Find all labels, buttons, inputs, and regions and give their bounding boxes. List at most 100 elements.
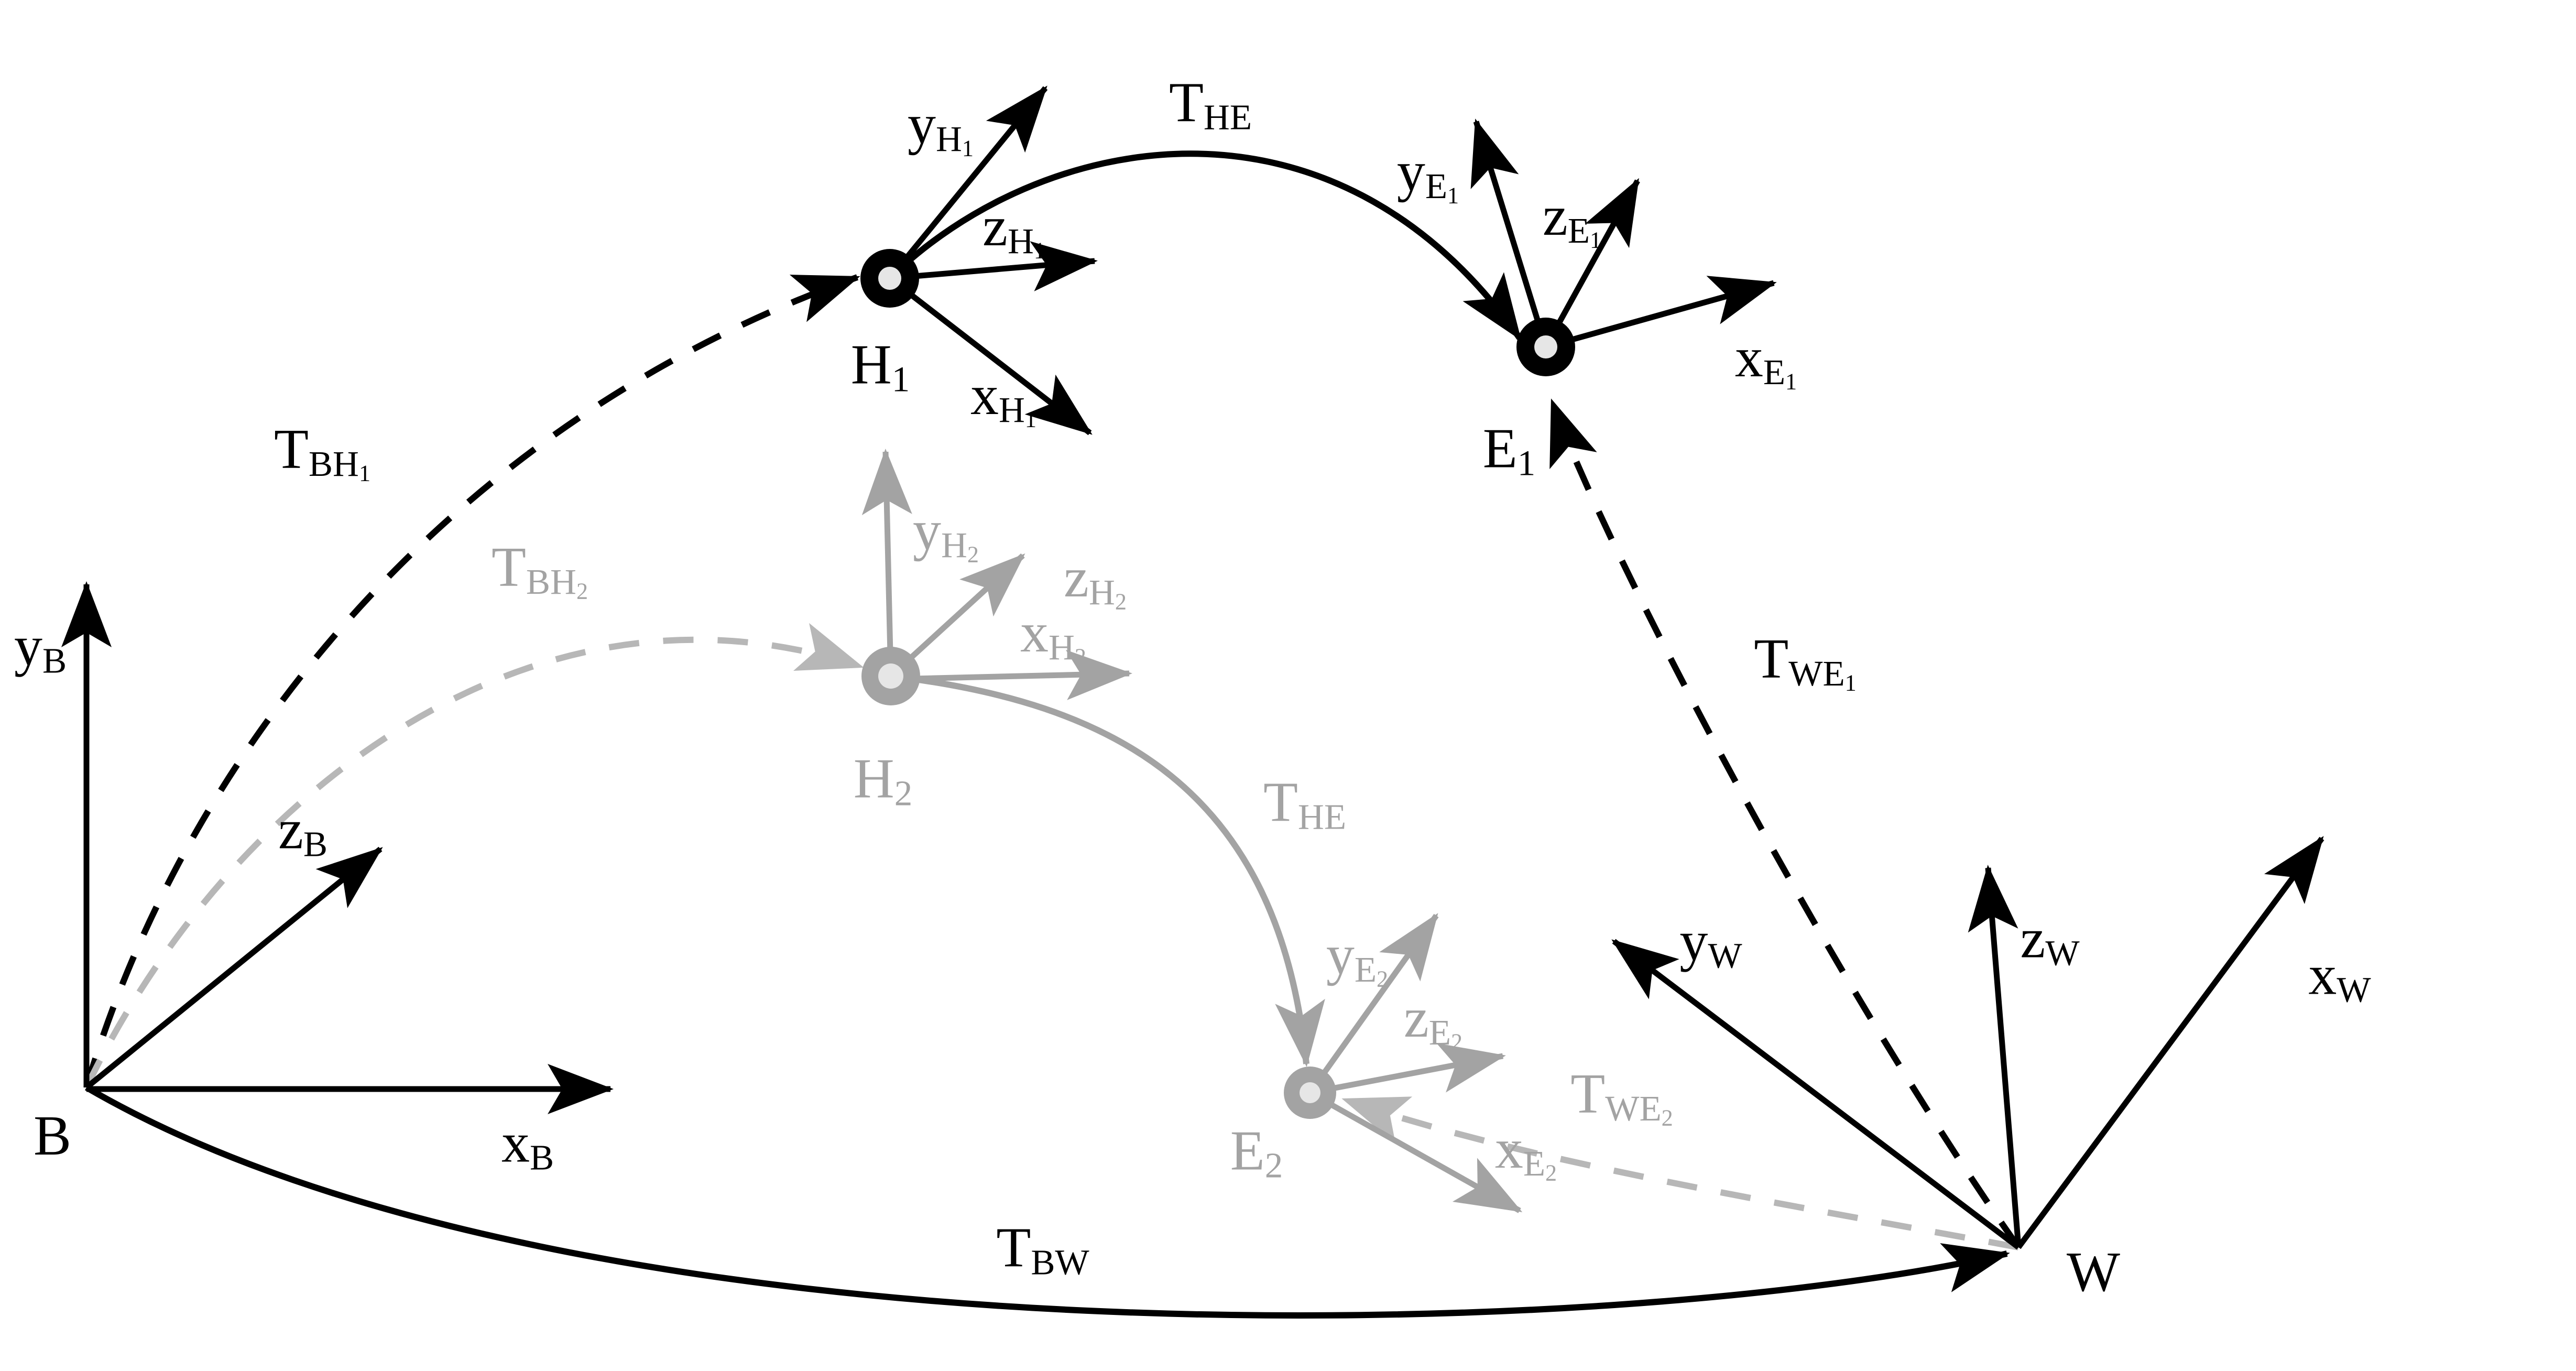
frame-origin-H1 <box>860 249 919 308</box>
label-x_E2: xE2 <box>1494 1117 1557 1186</box>
frame-origin-E2 <box>1284 1067 1336 1119</box>
label-z_H2: zH2 <box>1064 546 1127 615</box>
axis-arrow-z_E1 <box>1543 178 1640 349</box>
label-T_BH2-sub-text: BH <box>526 561 576 602</box>
label-T_BW: TBW <box>996 1220 1089 1280</box>
label-E2-sub-text: 2 <box>1264 1145 1283 1185</box>
label-T_WE2-subsub: 2 <box>1661 1105 1673 1131</box>
label-B: B <box>34 1108 71 1165</box>
label-y_W-main: y <box>1679 910 1708 973</box>
label-H2-sub-text: 2 <box>894 772 913 813</box>
label-T_BH2: TBH2 <box>492 539 588 603</box>
label-T_WE1-main: T <box>1754 627 1789 690</box>
label-z_H2-main: z <box>1064 546 1089 609</box>
label-H2-main: H <box>853 747 894 810</box>
axis-arrow-z_H2 <box>889 553 1025 679</box>
label-y_H1-sub-text: H <box>935 118 962 159</box>
label-x_E2-main: x <box>1494 1117 1523 1180</box>
axis-arrow-z_W <box>1968 865 2022 1248</box>
label-y_H1-subsub: 1 <box>962 135 974 161</box>
label-x_H1-sub: H1 <box>998 389 1036 431</box>
label-W-main: W <box>2067 1241 2120 1303</box>
label-T_WE2-main: T <box>1570 1062 1606 1125</box>
label-H1: H1 <box>851 336 910 397</box>
label-z_E2: zE2 <box>1403 986 1463 1055</box>
label-z_E2-subsub: 2 <box>1451 1029 1463 1055</box>
transform-curve-T_HE_2 <box>890 673 1325 1067</box>
label-H2-sub: 2 <box>894 773 913 813</box>
label-z_H2-subsub: 2 <box>1115 589 1127 615</box>
frame-origin-E1-inner <box>1534 335 1557 358</box>
label-x_H1-sub-text: H <box>998 389 1025 430</box>
label-z_W-main: z <box>2020 907 2046 970</box>
label-T_BH1-sub-text: BH <box>308 443 359 484</box>
label-x_E1: xE1 <box>1734 326 1797 395</box>
label-y_H1-sub: H1 <box>935 118 974 161</box>
frame-origin-H1-inner <box>878 267 901 290</box>
axis-arrow-x_E1 <box>1545 276 1777 350</box>
label-E1-main: E <box>1482 417 1518 480</box>
label-z_E2-sub-text: E <box>1428 1012 1451 1053</box>
label-T_HE_1-sub: HE <box>1204 97 1252 137</box>
frame-origin-H2-inner <box>878 663 903 689</box>
label-T_BH2-main: T <box>491 536 526 599</box>
label-T_WE2-sub: WE2 <box>1605 1088 1673 1131</box>
label-z_W: zW <box>2020 910 2079 971</box>
label-y_E1-subsub: 1 <box>1447 182 1459 209</box>
label-E2-main: E <box>1230 1119 1265 1182</box>
axis-arrow-z_B <box>84 846 383 1090</box>
label-y_H2-subsub: 2 <box>967 541 979 568</box>
label-y_E1-sub: E1 <box>1425 166 1459 209</box>
label-T_BH2-sub: BH2 <box>526 561 588 604</box>
label-x_W-sub: W <box>2337 970 2371 1010</box>
label-z_H2-sub-text: H <box>1088 572 1115 613</box>
label-T_BH2-subsub: 2 <box>576 578 588 604</box>
frame-origin-H2 <box>861 647 920 705</box>
label-z_W-sub: W <box>2045 933 2079 973</box>
label-y_E1-main: y <box>1396 140 1425 203</box>
label-T_WE1: TWE1 <box>1754 627 1857 695</box>
axis-arrow-x_E2 <box>1308 1090 1523 1213</box>
label-T_BW-sub: BW <box>1031 1242 1089 1282</box>
label-z_E2-main: z <box>1403 986 1429 1049</box>
label-x_B: xB <box>501 1112 554 1176</box>
label-T_HE_2-sub-text: HE <box>1297 796 1347 837</box>
transform-curve-T_BW <box>84 1084 2010 1319</box>
label-z_H1-sub: H1 <box>1007 221 1045 262</box>
label-z_E1-sub-text: E <box>1567 210 1590 251</box>
axis-arrow-y_E1 <box>1470 118 1549 348</box>
label-y_E1-sub-text: E <box>1425 166 1448 206</box>
label-x_E1-subsub: 1 <box>1785 368 1797 395</box>
label-x_B-main: x <box>501 1112 530 1174</box>
label-T_HE_2-sub: HE <box>1298 797 1346 837</box>
label-y_H1-main: y <box>907 93 936 156</box>
label-x_H2-sub: H2 <box>1049 627 1086 668</box>
label-T_BH1-subsub: 1 <box>358 460 371 486</box>
label-E1-sub: 1 <box>1518 443 1536 483</box>
label-z_B-sub-text: B <box>303 823 328 864</box>
label-z_H1: zH1 <box>983 198 1045 263</box>
label-y_E2-main: y <box>1326 923 1355 986</box>
label-z_W-sub-text: W <box>2045 932 2080 973</box>
axis-arrow-z_E2 <box>1309 1043 1506 1096</box>
label-z_H1-sub-text: H <box>1007 221 1034 262</box>
label-y_H2-sub-text: H <box>941 525 967 565</box>
label-x_E1-sub-text: E <box>1763 352 1786 393</box>
label-z_E1-sub: E1 <box>1567 210 1601 252</box>
label-x_E1-main: x <box>1734 326 1763 389</box>
label-y_H2: yH2 <box>913 502 979 568</box>
frame-origin-E2-inner <box>1300 1082 1320 1103</box>
label-y_E2: yE2 <box>1326 927 1388 991</box>
label-x_E2-subsub: 2 <box>1545 1160 1557 1186</box>
label-x_W-main: x <box>2308 944 2337 1007</box>
label-z_E1: zE1 <box>1543 188 1601 252</box>
label-y_E2-subsub: 2 <box>1377 966 1389 992</box>
axis-arrow-y_E2 <box>1307 913 1439 1095</box>
label-H1-sub-text: 1 <box>891 358 910 399</box>
label-z_B-sub: B <box>303 824 328 864</box>
label-z_E1-main: z <box>1542 184 1568 247</box>
label-y_W-sub-text: W <box>1708 935 1742 976</box>
label-y_E1: yE1 <box>1397 143 1459 209</box>
label-T_HE_1: THE <box>1169 74 1252 135</box>
